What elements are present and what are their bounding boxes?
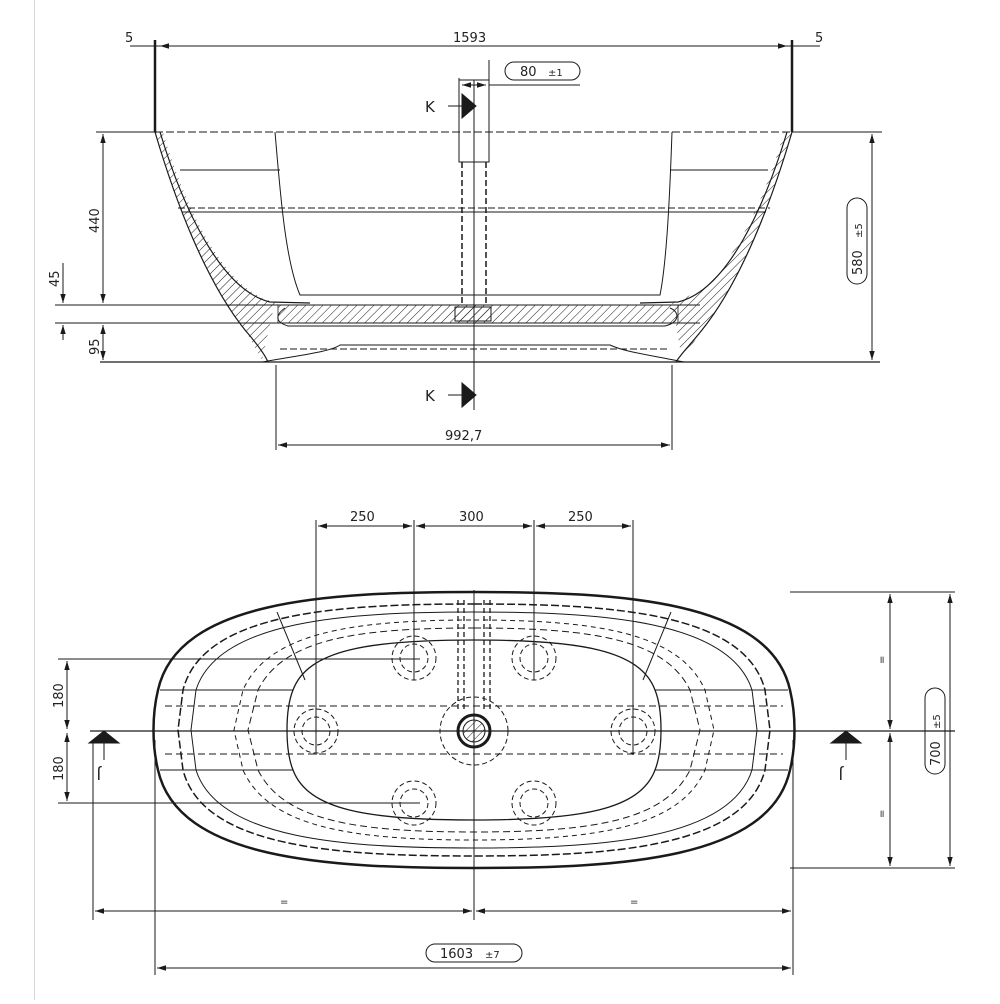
dim-total-length-tol: ±7 [485,950,500,961]
dim-top-width: 1593 [453,31,486,46]
dim-half-width-lower: = [877,810,888,818]
section-marker-j-left: J [97,765,102,783]
dim-lower-offset: 180 [52,756,67,781]
plan-view [58,520,955,975]
section-marker-j-right: J [839,765,844,783]
dim-waste-width: 80 [520,65,537,80]
dim-depth-inner: 440 [88,208,103,233]
dim-waste-width-tol: ±1 [548,68,563,79]
section-marker-k-bottom: K [425,387,436,405]
plan-view-labels: 250 300 250 180 180 J J = = 700 ±5 = = 1… [52,510,944,962]
dim-total-height-tol: ±5 [854,223,865,238]
dim-total-width: 700 [929,741,944,766]
dim-right-offset: 5 [815,31,823,46]
dim-jet-spacing-left: 250 [350,510,375,525]
dim-jet-spacing-center: 300 [459,510,484,525]
section-view [55,40,882,450]
dim-half-length-left: = [280,897,288,908]
dim-jet-spacing-right: 250 [568,510,593,525]
section-marker-k-top: K [425,98,436,116]
dim-base-width: 992,7 [445,429,482,444]
section-view-labels: 5 1593 5 80 ±1 K K 440 45 95 580 ±5 992,… [48,31,866,444]
page-margin-line [34,0,35,1000]
dim-total-height: 580 [851,250,866,275]
dim-total-length: 1603 [440,947,473,962]
dim-base-height: 95 [88,338,103,355]
dim-half-length-right: = [630,897,638,908]
dim-upper-offset: 180 [52,683,67,708]
dim-half-width-upper: = [877,656,888,664]
dim-left-offset: 5 [125,31,133,46]
dim-floor-thickness: 45 [48,270,63,287]
dim-total-width-tol: ±5 [932,714,943,729]
